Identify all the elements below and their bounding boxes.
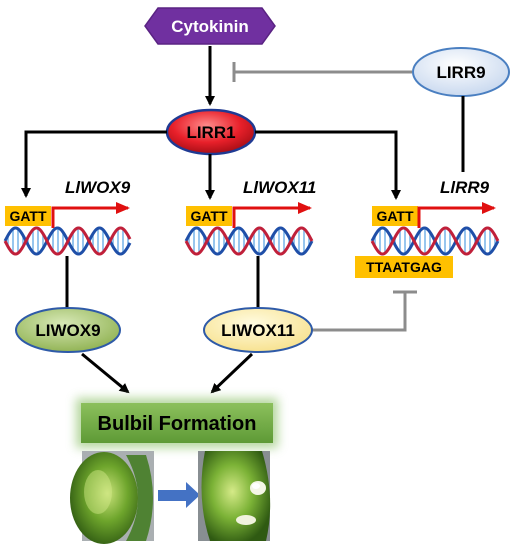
bulbil-photo-after [198, 451, 271, 541]
gene1-transcription-arrow [51, 202, 130, 228]
gene2-dna: GATT [184, 202, 314, 256]
gene3-promoter-motif [372, 206, 418, 226]
liwox11-inhibits-lirr9-line [312, 292, 407, 332]
gene3-dna: GATT TTAATGAG [355, 202, 500, 278]
lirr9-label: LIRR9 [436, 63, 485, 82]
gene1-promoter-motif [5, 206, 51, 226]
liwox9-label: LIWOX9 [35, 321, 100, 340]
cytokinin-label: Cytokinin [171, 17, 248, 36]
liwox11-label: LIWOX11 [221, 321, 295, 340]
gene3-name: LlRR9 [440, 178, 490, 197]
liwox11-node [203, 307, 313, 353]
gene3-repressor-label: TTAATGAG [366, 259, 442, 275]
bulbil-formation-label: Bulbil Formation [98, 413, 257, 435]
lirr9-node [412, 47, 510, 97]
gene1-promoter-label: GATT [9, 208, 47, 224]
gene1-dna: GATT [3, 202, 132, 256]
lirr1-to-gene1-arrow [21, 130, 167, 198]
gene3-promoter-label: GATT [376, 208, 414, 224]
liwox11-to-bulbil-arrow [210, 352, 254, 394]
gene3-transcription-arrow [417, 202, 496, 228]
gene2-transcription-arrow [232, 202, 312, 228]
liwox9-node [15, 307, 121, 353]
photo-progression-arrow [158, 482, 200, 508]
bulbil-photo-before [70, 451, 154, 544]
cytokinin-node [144, 7, 276, 45]
lirr1-label: LIRR1 [186, 123, 235, 142]
lirr1-to-gene3-arrow [255, 130, 401, 200]
gene2-promoter-motif [186, 206, 232, 226]
dna-strand-red [370, 226, 500, 256]
dna-strand-red [3, 226, 132, 256]
gene1-name: LlWOX9 [65, 178, 131, 197]
bulbil-formation-box [81, 403, 273, 443]
gene3-repressor-motif [355, 256, 453, 278]
gene2-name: LlWOX11 [243, 178, 316, 197]
gene2-promoter-label: GATT [190, 208, 228, 224]
liwox9-to-bulbil-arrow [81, 352, 130, 394]
dna-strand-red [184, 226, 314, 256]
